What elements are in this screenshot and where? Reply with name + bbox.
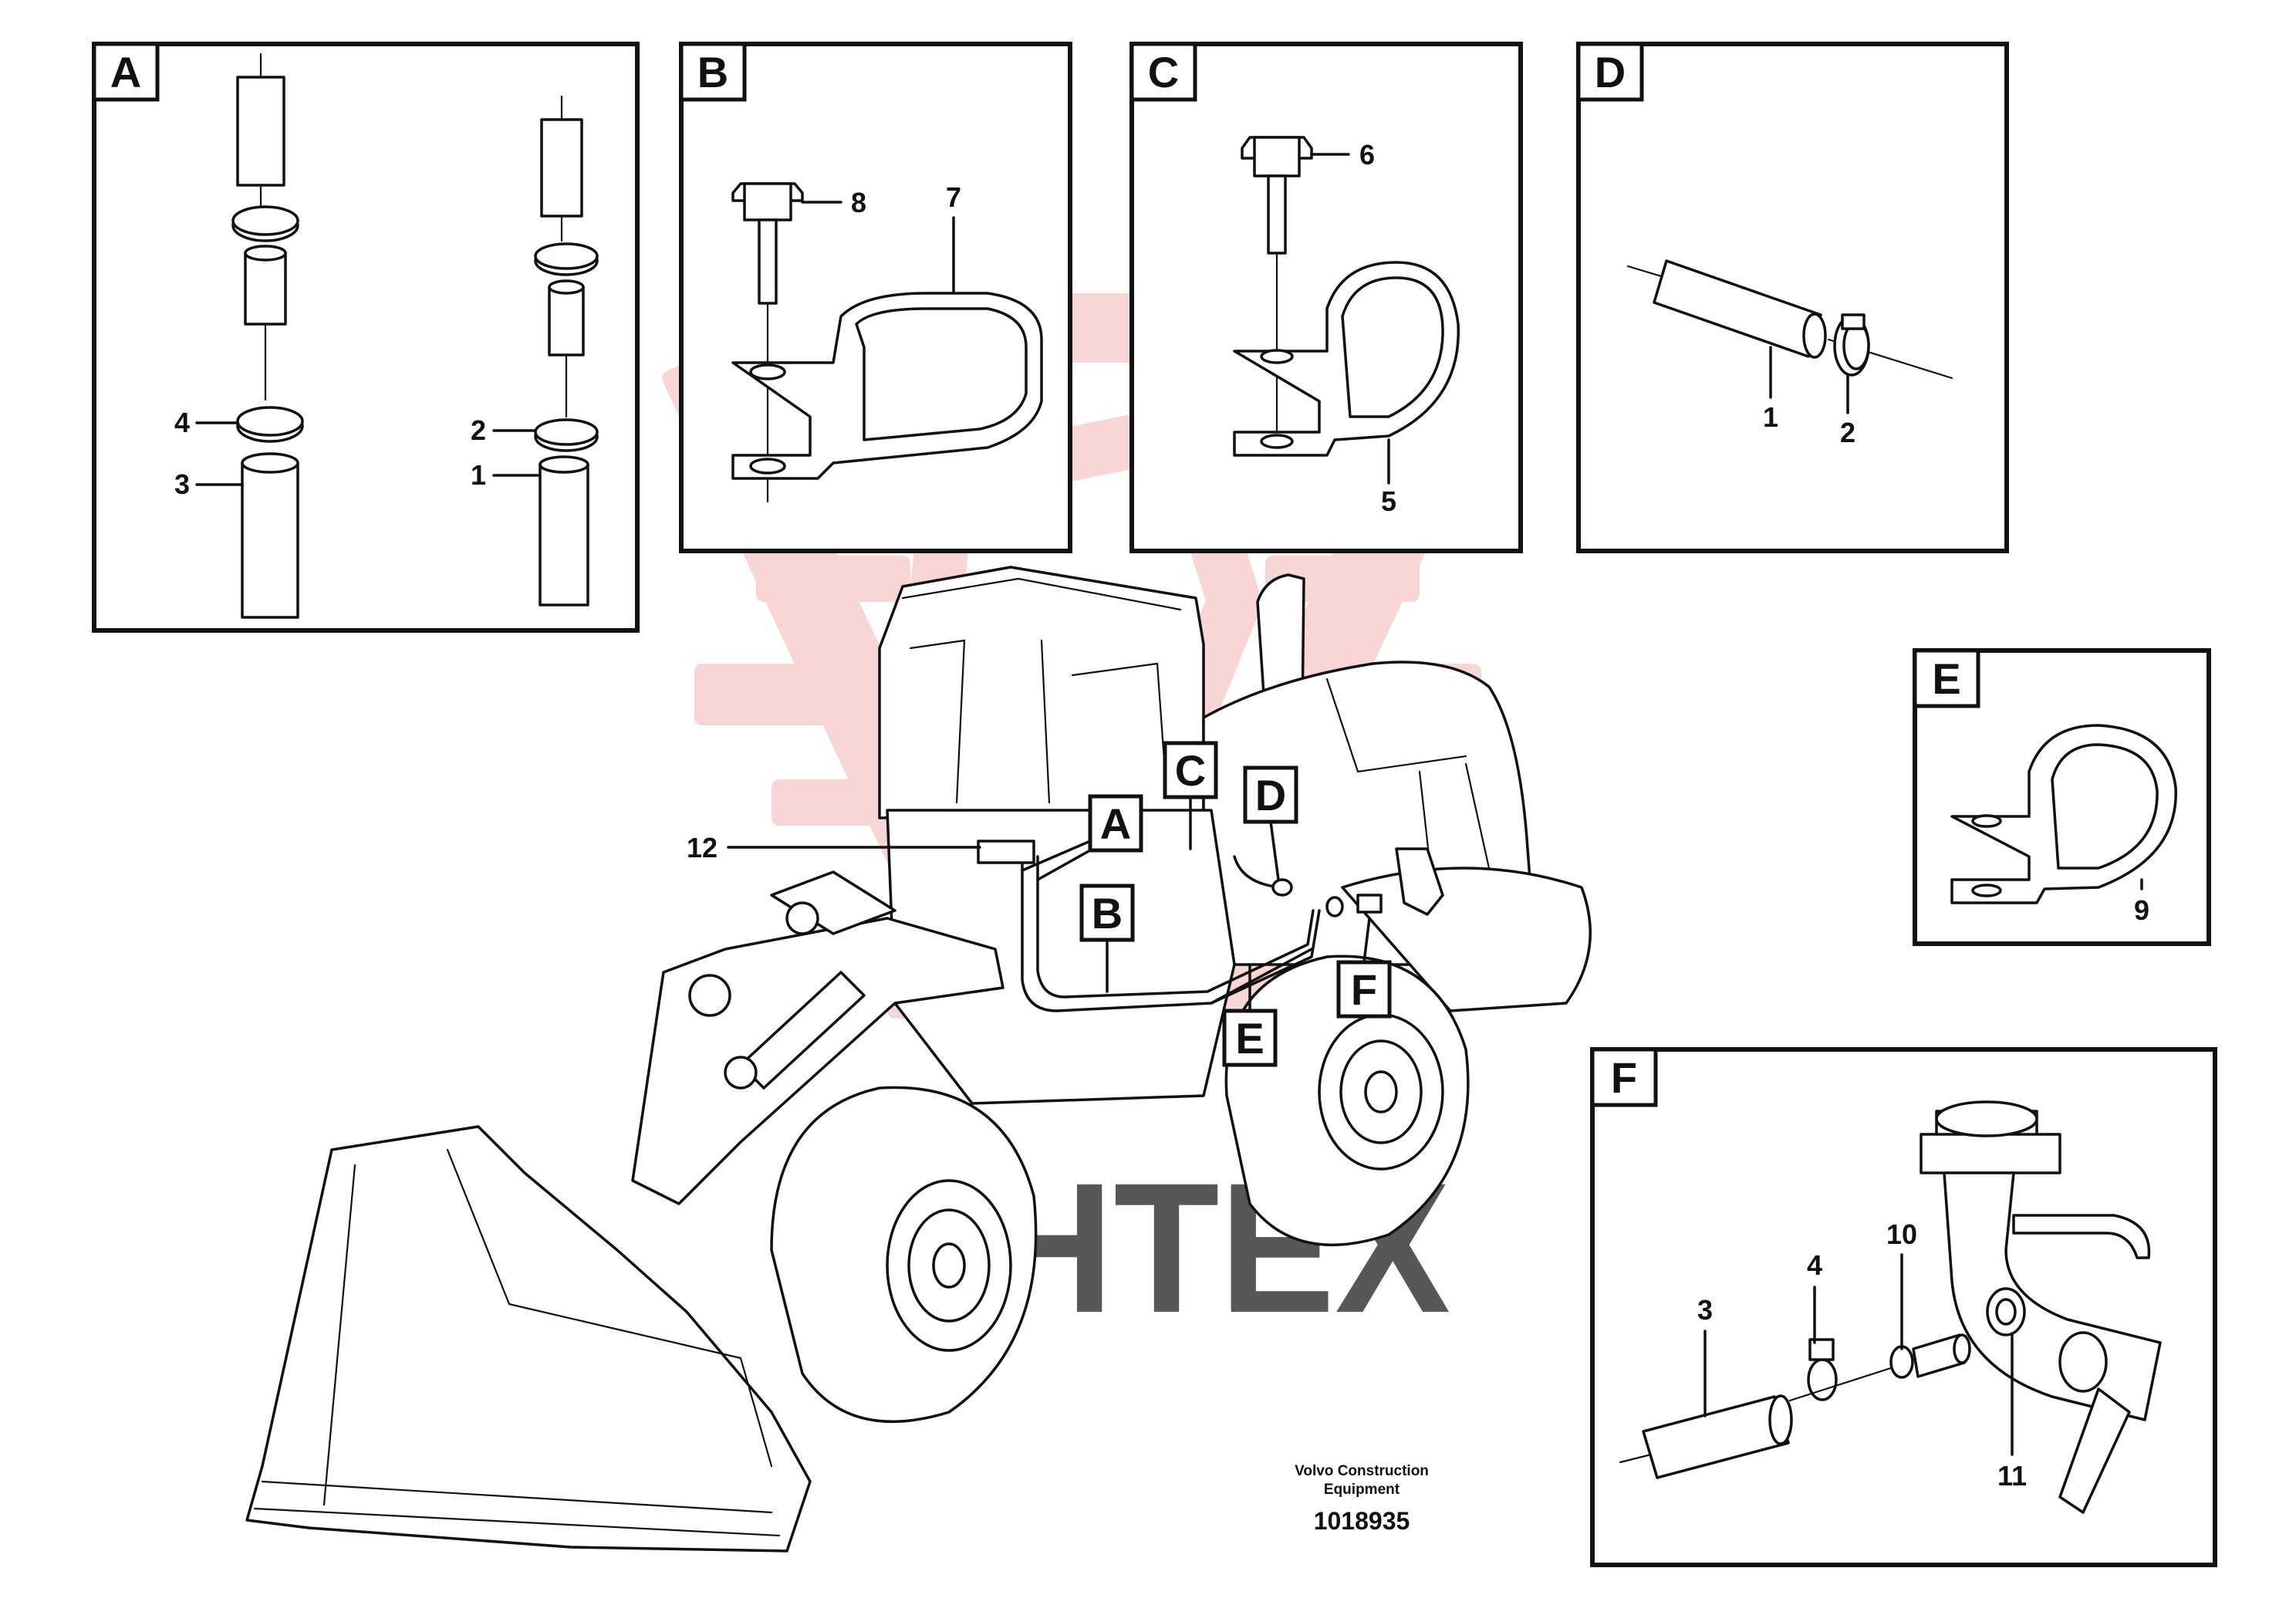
panel-b-label: B [697,48,728,96]
callout-a-3: 3 [174,468,190,500]
detail-panel-d: D 1 2 [1576,42,2009,553]
panel-a-label: A [110,48,141,96]
machine-label-b: B [1092,889,1123,938]
bolt-6 [1241,136,1313,457]
callout-a-4: 4 [174,407,190,438]
detail-panel-f: F 4 10 3 [1590,1047,2217,1567]
hose-clamp-4 [1807,1338,1838,1401]
p-clamp-5 [1233,261,1460,457]
p-clamp-7 [731,292,1043,480]
machine-callouts: 12 A B C D E F [687,741,1392,1067]
callout-b-7: 7 [946,181,961,213]
wheel-loader-drawing [245,566,1592,1553]
detail-panel-a: A [92,42,640,633]
callout-f-3: 3 [1697,1294,1713,1326]
detail-panel-e: E 9 [1913,648,2211,946]
machine-label-e: E [1235,1014,1264,1063]
drawing-number: 1018935 [1314,1507,1410,1535]
callout-f-11: 11 [1997,1460,2027,1492]
bolt-8 [731,182,804,503]
elbow-fitting-11 [1920,1100,2162,1514]
hose-assembly-right [534,95,599,607]
company-name-line2: Equipment [1324,1482,1400,1498]
panel-d-label: D [1595,48,1626,96]
hose-d [1626,259,1953,380]
machine-label-f: F [1351,965,1377,1014]
callout-e-9: 9 [2134,894,2149,926]
callout-d-1: 1 [1763,401,1778,433]
callout-f-4: 4 [1807,1249,1822,1281]
bucket [245,1125,812,1553]
callout-f-10: 10 [1886,1218,1917,1250]
panel-e-label: E [1932,654,1960,703]
hose-assembly-left [231,52,304,619]
front-wheel [770,1086,1038,1424]
hose-clamp-d [1833,313,1870,377]
p-clamp-9 [1950,724,2177,904]
company-name-line1: Volvo Construction [1295,1463,1429,1479]
nipple-10 [1889,1333,1971,1379]
drawing-footer: Volvo Construction Equipment 1018935 [1295,1463,1429,1535]
callout-d-2: 2 [1840,417,1855,448]
machine-label-a: A [1100,799,1131,848]
hose-3 [1619,1394,1793,1479]
machine-label-c: C [1175,746,1206,795]
callout-item-12: 12 [687,832,718,863]
panel-f-label: F [1611,1053,1637,1102]
detail-panel-b: B 8 7 [679,42,1072,553]
rear-wheel [1224,955,1470,1247]
callout-a-1: 1 [471,459,486,491]
callout-c-6: 6 [1359,139,1375,171]
callout-b-8: 8 [851,187,866,218]
callout-c-5: 5 [1381,485,1396,517]
callout-a-2: 2 [471,414,486,446]
hose-routing [977,840,1444,1012]
detail-panel-c: C 6 5 [1129,42,1523,553]
panel-c-label: C [1148,48,1179,96]
machine-label-d: D [1255,771,1286,819]
